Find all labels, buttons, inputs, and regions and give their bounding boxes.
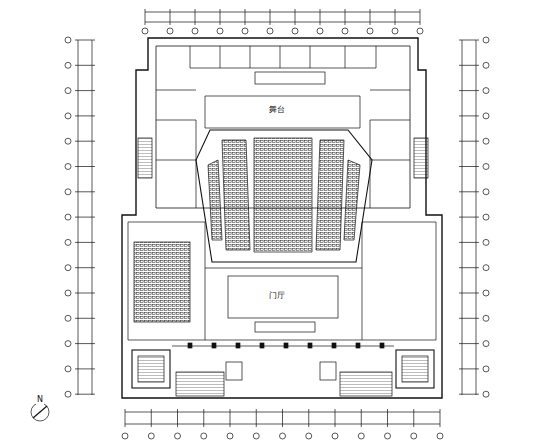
- axis-bubble: [65, 341, 71, 347]
- axis-bubble: [306, 433, 312, 439]
- axis-bubble: [483, 189, 489, 195]
- axis-bubble: [437, 433, 443, 439]
- dim-tick: [295, 9, 296, 25]
- axis-bubble: [483, 290, 489, 296]
- axis-bubble: [148, 433, 154, 439]
- axis-bubble: [332, 433, 338, 439]
- axis-bubble: [65, 138, 71, 144]
- dim-tick: [195, 9, 196, 25]
- dim-tick: [145, 9, 146, 25]
- dim-tick: [220, 9, 221, 25]
- dim-tick: [320, 9, 321, 25]
- dim-tick: [370, 9, 371, 25]
- dim-tick: [245, 9, 246, 25]
- room-label: 舞台: [268, 106, 286, 115]
- axis-bubble: [65, 214, 71, 220]
- room-label: 门厅: [268, 292, 286, 301]
- axis-bubble: [167, 28, 173, 34]
- axis-bubble: [483, 366, 489, 372]
- axis-bubble: [65, 265, 71, 271]
- axis-bubble: [483, 88, 489, 94]
- axis-bubble: [367, 28, 373, 34]
- column: [380, 343, 384, 348]
- column: [188, 343, 192, 348]
- column: [308, 343, 312, 348]
- axis-bubble: [65, 239, 71, 245]
- axis-bubble: [483, 265, 489, 271]
- dim-tick: [270, 9, 271, 25]
- axis-bubble: [411, 433, 417, 439]
- dim-tick: [170, 9, 171, 25]
- axis-bubble: [142, 28, 148, 34]
- axis-bubble: [483, 138, 489, 144]
- axis-bubble: [483, 391, 489, 397]
- axis-bubble: [292, 28, 298, 34]
- axis-bubble: [175, 433, 181, 439]
- axis-bubble: [483, 62, 489, 68]
- axis-bubble: [483, 239, 489, 245]
- axis-bubble: [385, 433, 391, 439]
- axis-bubble: [342, 28, 348, 34]
- dim-tick: [345, 9, 346, 25]
- column: [212, 343, 216, 348]
- axis-bubble: [65, 366, 71, 372]
- column: [356, 343, 360, 348]
- axis-bubble: [192, 28, 198, 34]
- axis-bubble: [65, 88, 71, 94]
- axis-bubble: [217, 28, 223, 34]
- axis-bubble: [280, 433, 286, 439]
- axis-bubble: [483, 113, 489, 119]
- axis-bubble: [65, 37, 71, 43]
- axis-bubble: [483, 341, 489, 347]
- axis-bubble: [65, 290, 71, 296]
- axis-bubble: [483, 164, 489, 170]
- column: [332, 343, 336, 348]
- dim-tick: [395, 9, 396, 25]
- axis-bubble: [65, 62, 71, 68]
- axis-bubble: [122, 433, 128, 439]
- axis-bubble: [65, 164, 71, 170]
- axis-bubble: [65, 315, 71, 321]
- axis-bubble: [267, 28, 273, 34]
- axis-bubble: [417, 28, 423, 34]
- axis-bubble: [317, 28, 323, 34]
- axis-bubble: [253, 433, 259, 439]
- axis-bubble: [483, 214, 489, 220]
- axis-bubble: [65, 113, 71, 119]
- column: [260, 343, 264, 348]
- column: [284, 343, 288, 348]
- axis-bubble: [65, 391, 71, 397]
- axis-bubble: [65, 189, 71, 195]
- axis-bubble: [201, 433, 207, 439]
- axis-bubble: [392, 28, 398, 34]
- axis-bubble: [358, 433, 364, 439]
- column: [236, 343, 240, 348]
- dim-tick: [420, 9, 421, 25]
- axis-bubble: [227, 433, 233, 439]
- axis-bubble: [242, 28, 248, 34]
- axis-bubble: [483, 37, 489, 43]
- north-arrow-label: N: [36, 396, 44, 405]
- axis-bubble: [483, 315, 489, 321]
